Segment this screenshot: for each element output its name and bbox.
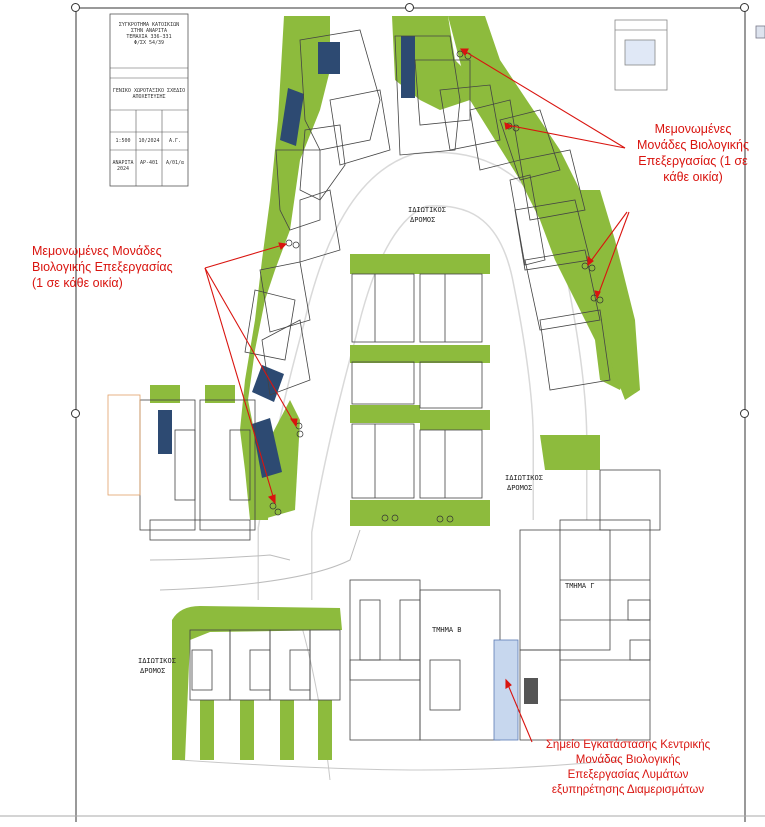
annotation-arrows xyxy=(204,48,630,743)
buildings-linework xyxy=(107,19,668,741)
title-block xyxy=(109,13,189,187)
annotation-individual-units-left: Μεμονωμένες Μονάδες Βιολογικής Επεξεργασ… xyxy=(32,244,173,290)
road-label-right-1: ΙΔΙΩΤΙΚΟΣ xyxy=(505,474,543,482)
title-block-drawing-no: ΑΡ-401 xyxy=(139,160,159,166)
central-treatment-unit xyxy=(493,639,519,741)
block-label-b: ΤΜΗΜΑ Β xyxy=(432,626,462,634)
side-scroll-icon[interactable] xyxy=(755,25,765,39)
annotation-individual-units-right: Μεμονωμένες Μονάδες Βιολογικής Επεξεργασ… xyxy=(637,122,749,184)
resize-handle-top-left[interactable] xyxy=(71,3,80,12)
resize-handle-top-right[interactable] xyxy=(740,3,749,12)
title-block-drawing: ΓΕΝΙΚΟ ΧΩΡΟΤΑΞΙΚΟ ΣΧΕΔΙΟ ΑΠΟΧΕΤΕΥΣΗΣ xyxy=(112,88,186,100)
block-label-g: ΤΜΗΜΑ Γ xyxy=(565,582,595,590)
road-label-right-2: ΔΡΟΜΟΣ xyxy=(507,484,532,492)
road-label-top-2: ΔΡΟΜΟΣ xyxy=(410,216,435,224)
title-block-project: ΣΥΓΚΡΟΤΗΜΑ ΚΑΤΟΙΚΙΩΝ ΣΤΗΝ ΑΝΑΡΙΤΑ ΤΕΜΑΧΙ… xyxy=(118,22,180,46)
resize-handle-middle-right[interactable] xyxy=(740,409,749,418)
road-label-top-1: ΙΔΙΩΤΙΚΟΣ xyxy=(408,206,446,214)
road-label-left-2: ΔΡΟΜΟΣ xyxy=(140,667,165,675)
title-block-code: Α.Γ. xyxy=(168,138,182,144)
title-block-scale: 1:500 xyxy=(115,138,131,144)
title-block-sheet: Α/01/α xyxy=(165,160,185,166)
resize-handle-top-center[interactable] xyxy=(405,3,414,12)
road-label-left-1: ΙΔΙΩΤΙΚΟΣ xyxy=(138,657,176,665)
annotation-central-unit: Σημείο Εγκατάστασης Κεντρικής Μονάδας Βι… xyxy=(545,739,711,796)
resize-handle-middle-left[interactable] xyxy=(71,409,80,418)
title-block-place: ΑΝΑΡΙΤΑ 2024 xyxy=(112,160,134,172)
title-block-date: 10/2024 xyxy=(138,138,160,144)
